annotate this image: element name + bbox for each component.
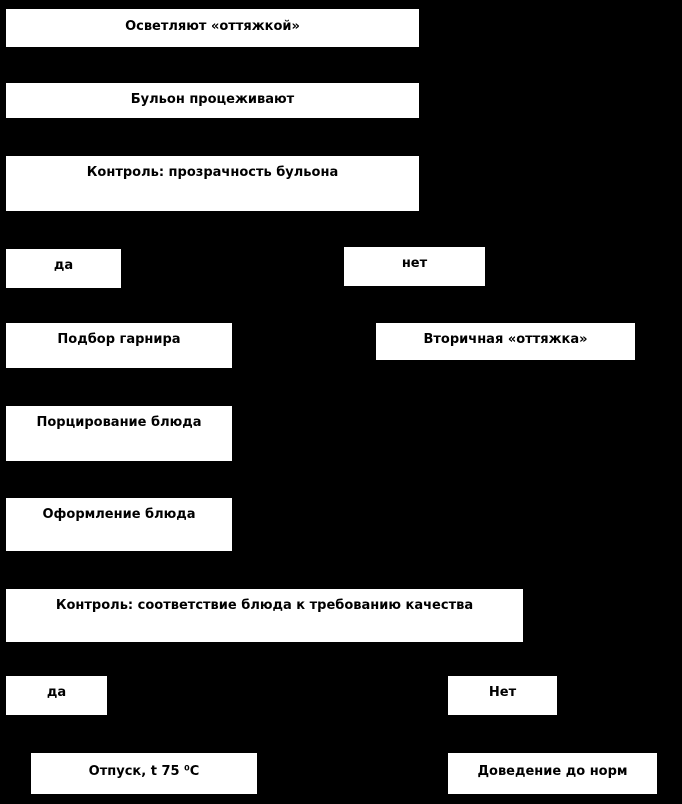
node-strain-broth: Бульон процеживают [5, 82, 420, 119]
node-bring-to-standard-label: Доведение до норм [477, 764, 628, 779]
node-no-1-label: нет [401, 256, 428, 271]
node-control-clarity-label: Контроль: прозрачность бульона [86, 165, 339, 180]
node-plating-label: Оформление блюда [42, 507, 196, 522]
node-garnish-selection-label: Подбор гарнира [57, 332, 181, 347]
node-strain-broth-label: Бульон процеживают [130, 92, 295, 107]
node-no-1: нет [343, 246, 486, 287]
node-secondary-clarify-label: Вторичная «оттяжка» [423, 332, 588, 347]
node-control-clarity: Контроль: прозрачность бульона [5, 155, 420, 212]
node-control-quality: Контроль: соответствие блюда к требовани… [5, 588, 524, 643]
node-bring-to-standard: Доведение до норм [447, 752, 658, 795]
node-plating: Оформление блюда [5, 497, 233, 552]
node-yes-2-label: да [46, 685, 67, 700]
node-secondary-clarify: Вторичная «оттяжка» [375, 322, 636, 361]
node-serve: Отпуск, t 75 ⁰С [30, 752, 258, 795]
node-yes-1-label: да [53, 258, 74, 273]
node-yes-1: да [5, 248, 122, 289]
node-yes-2: да [5, 675, 108, 716]
node-serve-label: Отпуск, t 75 ⁰С [88, 764, 200, 779]
node-control-quality-label: Контроль: соответствие блюда к требовани… [55, 598, 474, 613]
node-garnish-selection: Подбор гарнира [5, 322, 233, 369]
node-portioning-label: Порцирование блюда [36, 415, 202, 430]
node-clarify-label: Осветляют «оттяжкой» [125, 19, 300, 34]
node-clarify: Осветляют «оттяжкой» [5, 8, 420, 48]
node-no-2: Нет [447, 675, 558, 716]
node-no-2-label: Нет [488, 685, 517, 700]
node-portioning: Порцирование блюда [5, 405, 233, 462]
